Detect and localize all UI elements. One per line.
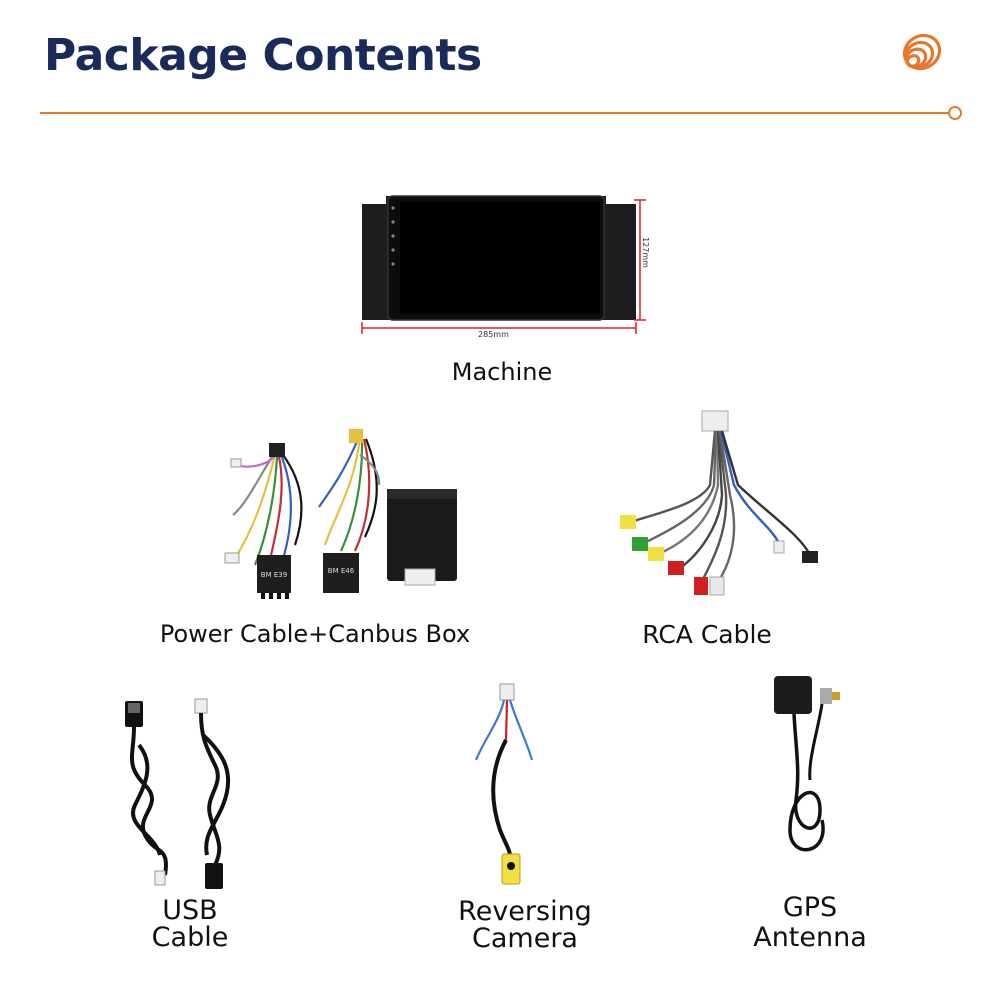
divider-end-circle	[948, 106, 962, 120]
machine-width-dimension: 285mm	[478, 330, 509, 339]
usb-cable-label: USB Cable	[120, 897, 260, 951]
usb-cable-label-line1: USB	[162, 895, 218, 926]
header-divider	[40, 112, 952, 114]
power-cable-canbus-label: Power Cable+Canbus Box	[159, 620, 471, 648]
usb-cable-label-line2: Cable	[151, 922, 229, 953]
rca-cable-label: RCA Cable	[642, 620, 772, 649]
reversing-camera-image	[460, 680, 560, 890]
page-title: Package Contents	[44, 30, 482, 81]
gps-antenna-label-line1: GPS	[782, 892, 838, 923]
gps-antenna-label-line2: Antenna	[753, 922, 867, 953]
gps-antenna-image	[760, 670, 860, 870]
reversing-camera-label-line2: Camera	[472, 923, 578, 954]
gps-antenna-label: GPS Antenna	[730, 893, 890, 953]
usb-cable-image	[115, 695, 255, 895]
svg-text:BM E39: BM E39	[261, 571, 287, 579]
brand-logo	[892, 26, 948, 82]
reversing-camera-label: Reversing Camera	[440, 898, 610, 952]
reversing-camera-label-line1: Reversing	[458, 896, 592, 927]
machine-height-dimension: 127mm	[640, 237, 650, 268]
machine-label: Machine	[451, 358, 553, 386]
power-cable-canbus-image: BM E39 BM E46	[215, 425, 475, 610]
machine-image: 285mm 127mm	[350, 188, 670, 348]
svg-text:BM E46: BM E46	[328, 567, 355, 575]
rca-cable-image	[610, 405, 830, 605]
